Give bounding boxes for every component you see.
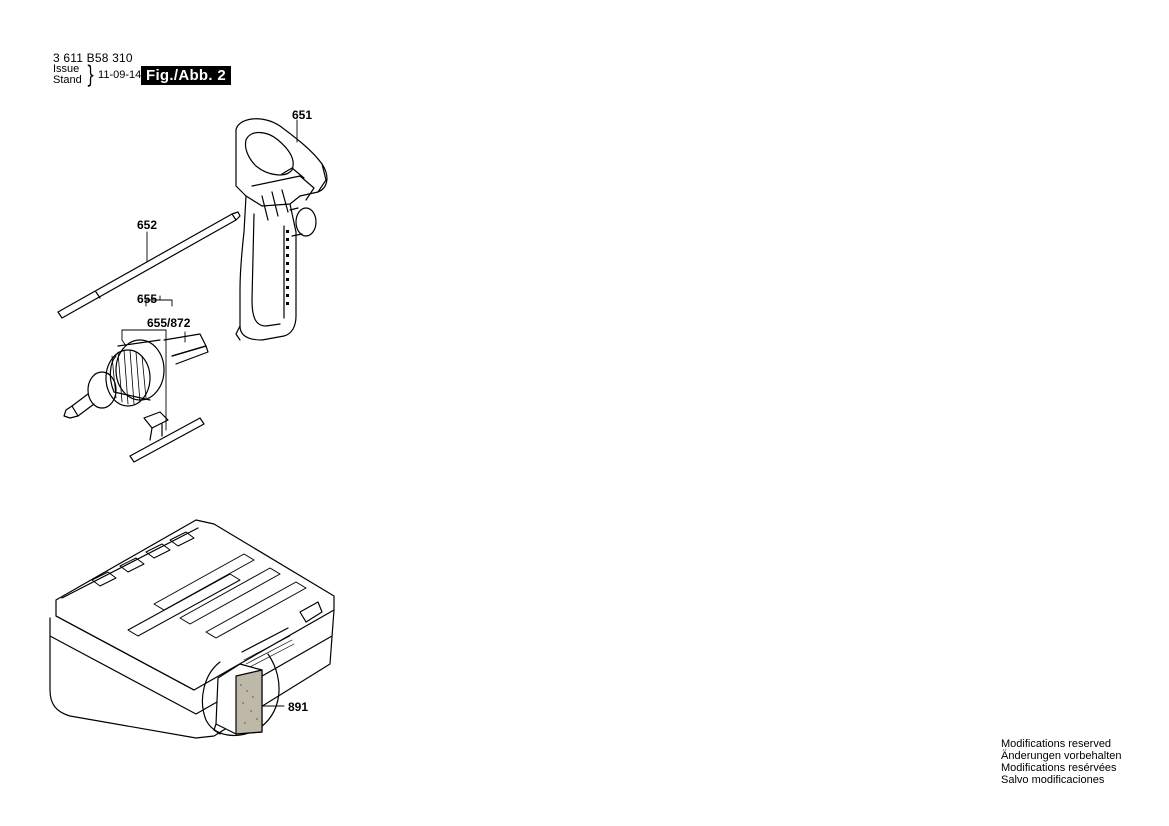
document-number: 3 611 B58 310 [53,51,133,65]
callout-652: 652 [137,218,158,232]
modifications-line-en: Modifications reserved [1001,738,1112,750]
callout-891: 891 [288,700,309,714]
callout-655: 655 [137,292,158,306]
issue-label: Issue [53,63,80,75]
modifications-line-fr: Modifications resérvées [1001,762,1117,774]
depth-stop-rod-illustration [57,211,241,319]
issue-date: 11-09-14 [98,68,142,81]
side-handle-illustration [235,118,328,341]
callout-651: 651 [292,108,313,122]
modifications-notice: Modifications reserved Änderungen vorbeh… [1001,738,1121,786]
stand-label: Stand [53,74,82,86]
drill-chuck-illustration [63,333,209,463]
issue-stand-labels: Issue Stand [53,64,82,86]
callout-655-872: 655/872 [147,316,191,330]
brace-icon: } [85,61,95,89]
figure-label: Fig./Abb. 2 [141,66,231,85]
modifications-line-es: Salvo modificaciones [1001,774,1105,786]
modifications-line-de: Änderungen vorbehalten [1001,750,1122,762]
issue-stand-block: Issue Stand }11-09-14 [53,61,142,89]
carrying-case-illustration [49,519,335,739]
